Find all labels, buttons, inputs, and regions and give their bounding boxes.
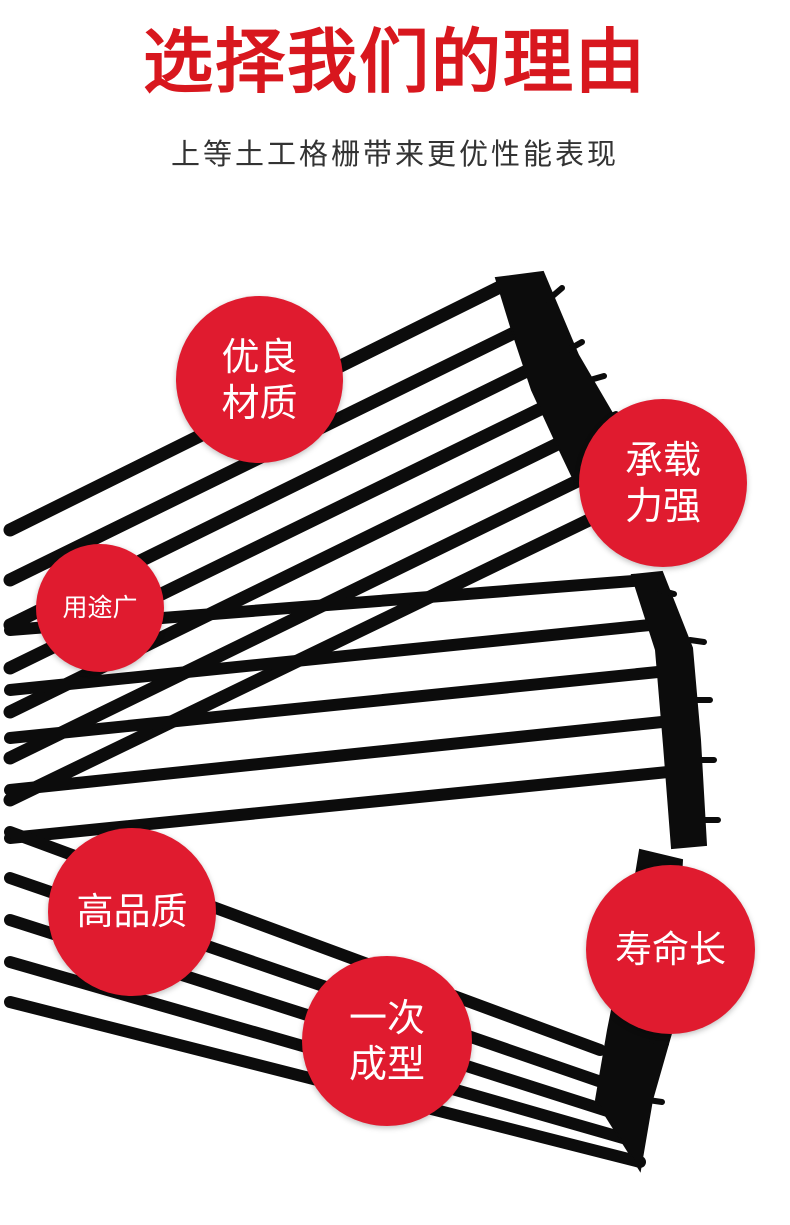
badge-label: 高品质 <box>76 890 188 933</box>
badge-label: 寿命长 <box>615 927 726 971</box>
badge-wide-usage: 用途广 <box>36 544 164 672</box>
badge-label: 承载 力强 <box>624 438 701 528</box>
badge-high-quality: 高品质 <box>48 828 216 996</box>
page-subtitle: 上等土工格栅带来更优性能表现 <box>170 137 619 171</box>
badge-label: 一次 成型 <box>348 996 425 1086</box>
page-title: 选择我们的理由 <box>143 21 647 103</box>
badge-one-time-forming: 一次 成型 <box>302 956 472 1126</box>
badge-label: 优良 材质 <box>221 334 298 425</box>
badge-long-life: 寿命长 <box>586 865 755 1034</box>
badge-load-capacity: 承载 力强 <box>579 399 747 567</box>
badge-quality-material: 优良 材质 <box>176 296 343 463</box>
badge-label: 用途广 <box>62 593 138 622</box>
